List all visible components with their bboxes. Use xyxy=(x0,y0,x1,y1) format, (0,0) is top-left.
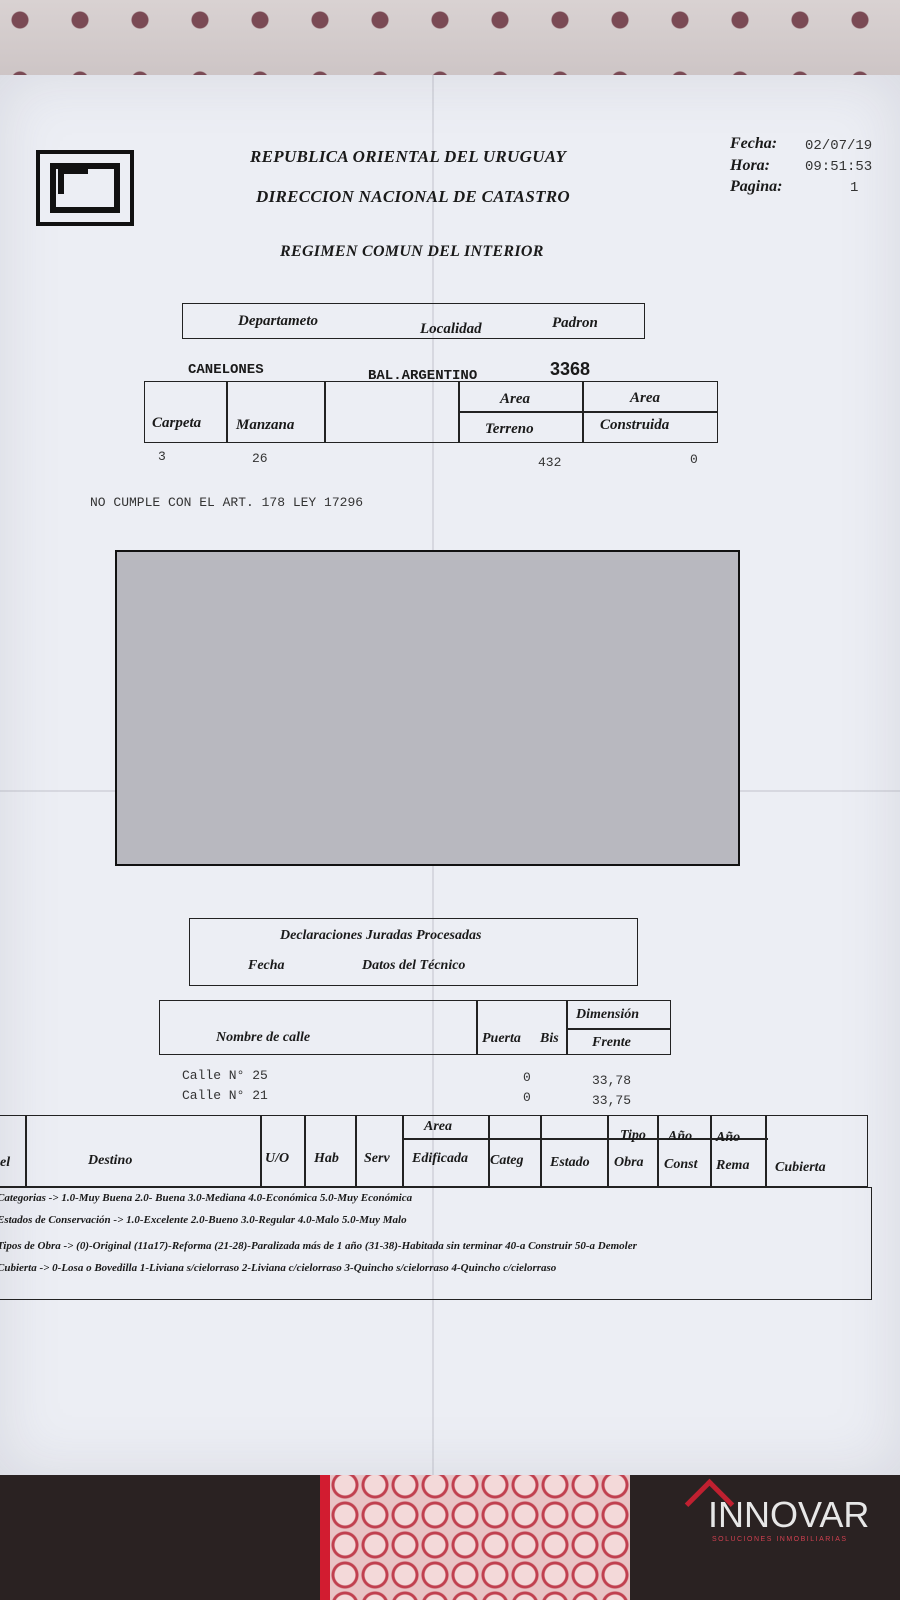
header-republic: REPUBLICA ORIENTAL DEL URUGUAY xyxy=(250,147,567,166)
cubierta-label: Cubierta xyxy=(775,1160,826,1175)
carpeta-label: Carpeta xyxy=(152,415,202,431)
estado-label: Estado xyxy=(550,1155,590,1170)
construction-table xyxy=(0,1115,868,1187)
manzana-value: 26 xyxy=(252,451,268,466)
background-cloth-bottom xyxy=(0,1470,900,1600)
area-terreno-value: 432 xyxy=(538,455,562,470)
legend-box: Categorias -> 1.0-Muy Buena 2.0- Buena 3… xyxy=(0,1187,872,1300)
hab-label: Hab xyxy=(314,1151,339,1166)
street-row-frente: 33,75 xyxy=(592,1093,632,1108)
pagina-value: 1 xyxy=(850,180,859,196)
header-regime: REGIMEN COMUN DEL INTERIOR xyxy=(280,243,544,260)
catastro-logo-icon xyxy=(36,150,134,226)
localidad-label: Localidad xyxy=(420,321,482,337)
nombre-calle-label: Nombre de calle xyxy=(216,1030,311,1045)
puerta-label: Puerta xyxy=(482,1031,521,1046)
street-row-puerta: 0 xyxy=(523,1070,531,1085)
frente-label: Frente xyxy=(592,1035,631,1050)
area-construida-header: Area xyxy=(630,390,660,406)
legend-tipos-obra: Tipos de Obra -> (0)-Original (11a17)-Re… xyxy=(0,1240,637,1252)
declaraciones-box xyxy=(189,918,638,986)
street-row-puerta: 0 xyxy=(523,1090,531,1105)
declaraciones-fecha-label: Fecha xyxy=(248,958,285,973)
localidad-value: BAL.ARGENTINO xyxy=(368,368,478,384)
legend-estados: Estados de Conservación -> 1.0-Excelente… xyxy=(0,1214,407,1226)
bis-label: Bis xyxy=(540,1031,559,1046)
brand-tagline: SOLUCIONES INMOBILIARIAS xyxy=(712,1536,848,1543)
fecha-label: Fecha: xyxy=(730,135,778,152)
rema-label: Rema xyxy=(716,1158,750,1173)
fecha-value: 02/07/19 xyxy=(805,138,873,154)
area-terreno-header: Area xyxy=(500,391,530,407)
brand-name: INNOVAR xyxy=(708,1494,870,1535)
location-header-box xyxy=(182,303,645,339)
padron-value: 3368 xyxy=(550,359,591,379)
parcel-photo-placeholder xyxy=(115,550,740,866)
street-row-name: Calle N° 25 xyxy=(182,1068,268,1083)
manzana-label: Manzana xyxy=(236,417,295,433)
anio-rema-header: Año xyxy=(716,1130,741,1145)
construida-label: Construida xyxy=(600,417,670,433)
padron-label: Padron xyxy=(552,315,598,331)
innovar-logo: INNOVAR SOLUCIONES INMOBILIARIAS xyxy=(684,1478,890,1560)
streets-table xyxy=(159,1000,671,1055)
street-row-frente: 33,78 xyxy=(592,1073,632,1088)
uo-label: U/O xyxy=(265,1151,290,1166)
destino-label: Destino xyxy=(88,1153,133,1168)
nivel-label: el xyxy=(0,1155,11,1170)
legend-cubierta: Cubierta -> 0-Losa o Bovedilla 1-Liviana… xyxy=(0,1262,557,1274)
const-label: Const xyxy=(664,1157,698,1172)
datos-tecnico-label: Datos del Técnico xyxy=(362,958,466,973)
edificada-label: Edificada xyxy=(412,1151,468,1166)
area-construida-value: 0 xyxy=(690,452,698,467)
categ-label: Categ xyxy=(490,1153,524,1168)
compliance-notice: NO CUMPLE CON EL ART. 178 LEY 17296 xyxy=(90,495,364,510)
hora-label: Hora: xyxy=(730,157,770,174)
departamento-label: Departameto xyxy=(238,313,318,329)
serv-label: Serv xyxy=(364,1151,390,1166)
tipo-header: Tipo xyxy=(620,1128,646,1143)
declaraciones-title: Declaraciones Juradas Procesadas xyxy=(280,928,482,943)
street-row-name: Calle N° 21 xyxy=(182,1088,268,1103)
patterned-fabric xyxy=(330,1470,630,1600)
document-sheet: REPUBLICA ORIENTAL DEL URUGUAY DIRECCION… xyxy=(0,75,900,1475)
dimension-label: Dimensión xyxy=(576,1007,640,1022)
area-edificada-header: Area xyxy=(424,1119,452,1134)
terreno-label: Terreno xyxy=(485,421,534,437)
pagina-label: Pagina: xyxy=(730,178,783,195)
hora-value: 09:51:53 xyxy=(805,159,873,175)
obra-label: Obra xyxy=(614,1155,644,1170)
departamento-value: CANELONES xyxy=(188,362,264,378)
carpeta-value: 3 xyxy=(158,449,166,464)
anio-const-header: Año xyxy=(668,1129,693,1144)
header-agency: DIRECCION NACIONAL DE CATASTRO xyxy=(256,187,570,206)
legend-categorias: Categorias -> 1.0-Muy Buena 2.0- Buena 3… xyxy=(0,1192,413,1204)
